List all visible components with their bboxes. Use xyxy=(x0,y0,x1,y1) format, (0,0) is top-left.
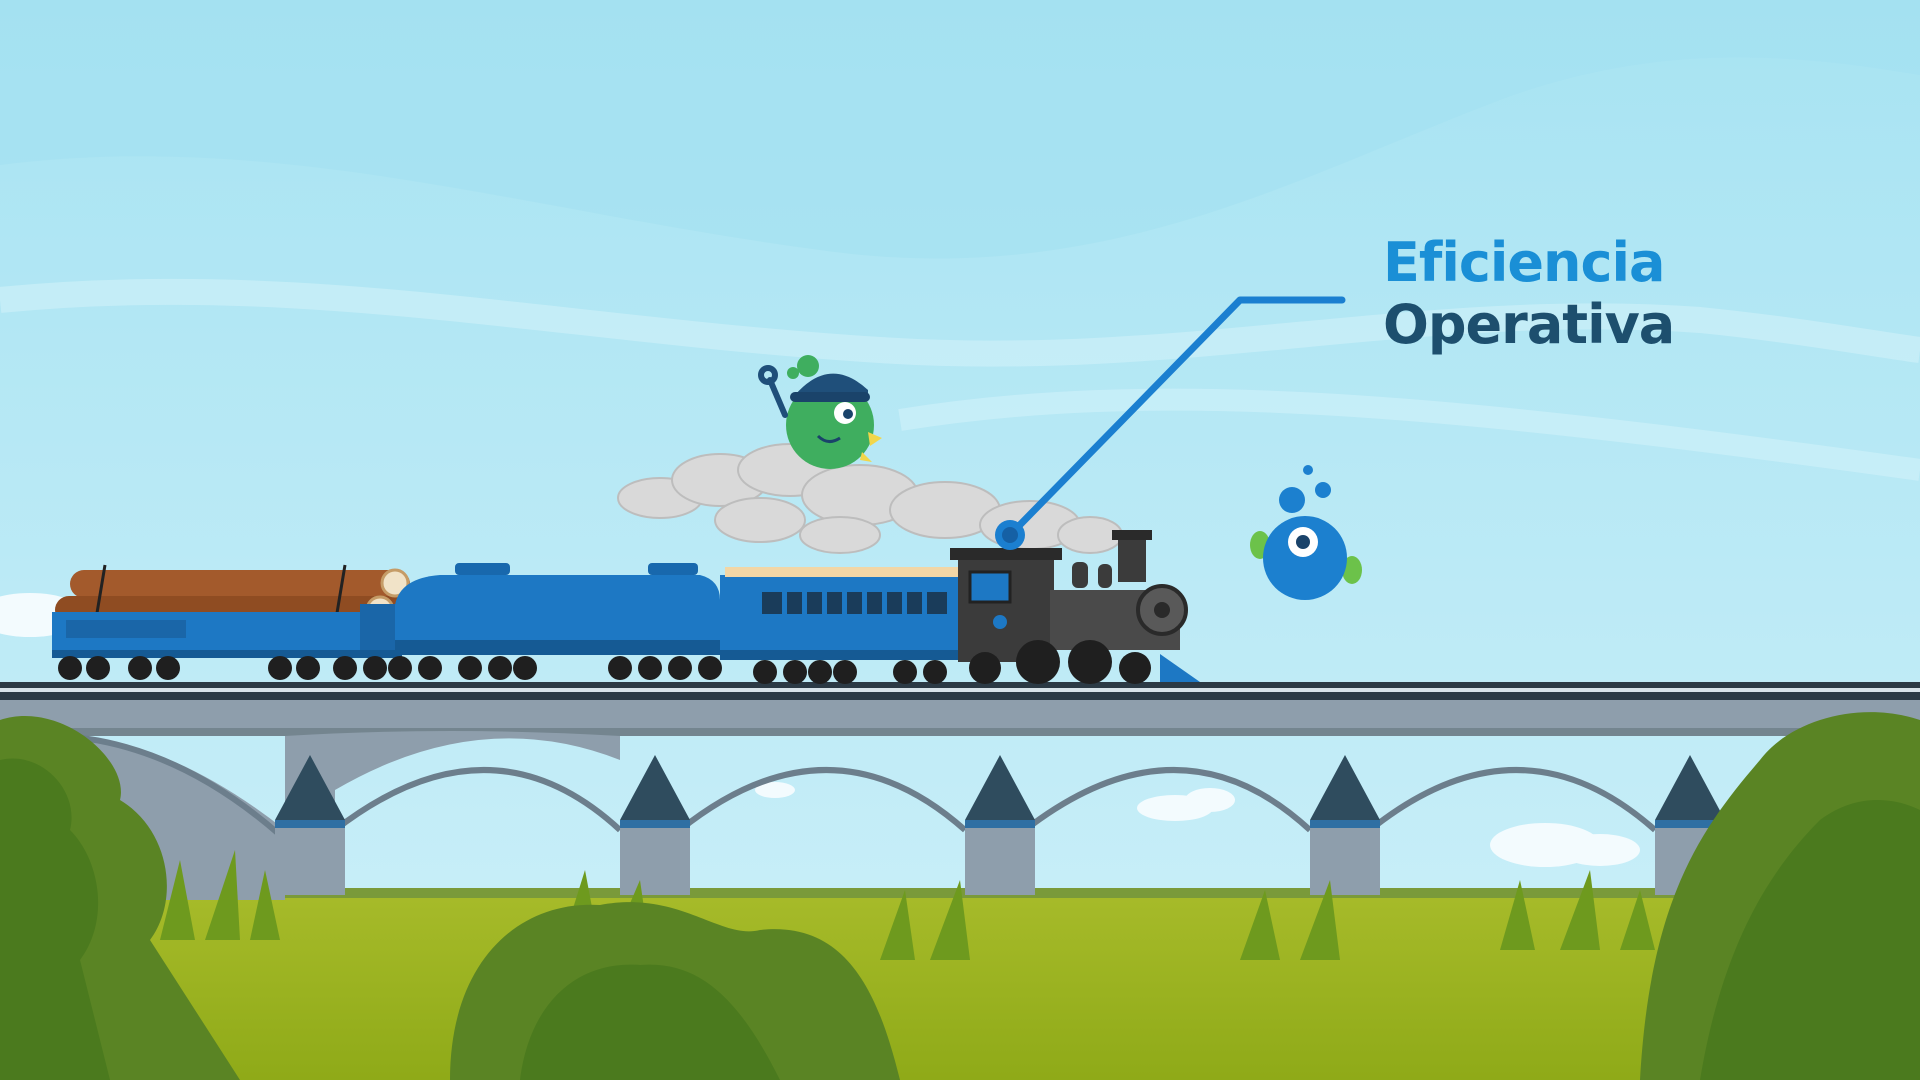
bubble-mascot xyxy=(1250,465,1362,600)
bushes xyxy=(0,712,1920,1080)
headline-line-2: Operativa xyxy=(1383,293,1675,356)
wheels xyxy=(58,640,1151,684)
locomotive xyxy=(950,530,1200,682)
mechanic-mascot xyxy=(758,355,882,469)
wrench-icon xyxy=(758,365,788,418)
passenger-car xyxy=(720,567,965,660)
log-wagon xyxy=(52,564,422,658)
callout-pointer xyxy=(995,296,1346,550)
headline: Eficiencia Operativa xyxy=(1383,231,1675,356)
distant-clouds xyxy=(0,593,1640,867)
train xyxy=(52,530,1200,684)
railway-track xyxy=(0,682,1920,700)
headline-line-1: Eficiencia xyxy=(1383,231,1665,294)
tank-wagon xyxy=(360,563,720,655)
bridge-pillars xyxy=(275,755,1725,895)
